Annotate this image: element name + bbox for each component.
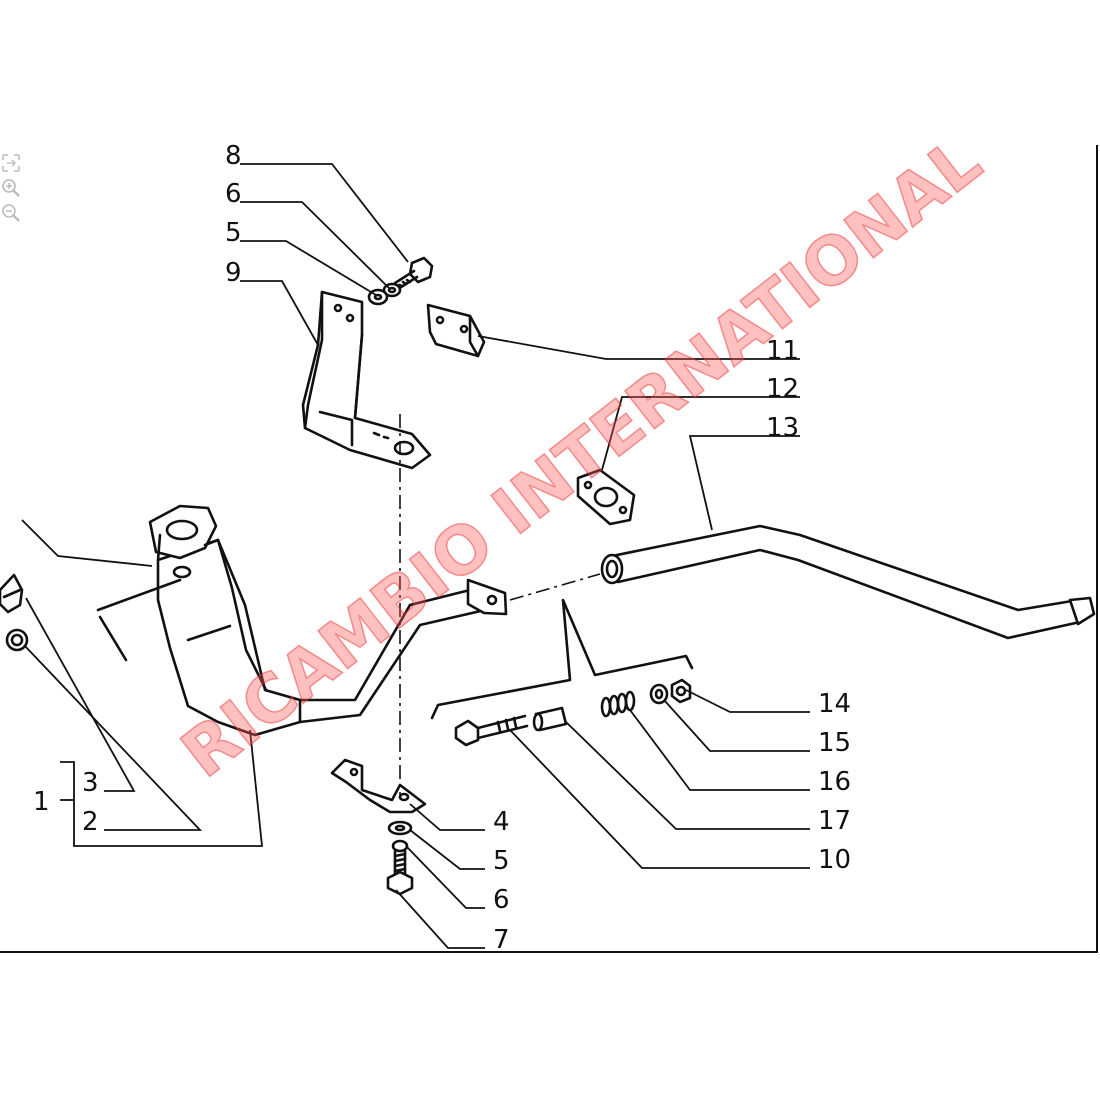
gasket-part-12 — [576, 468, 636, 526]
callout-4: 4 — [493, 807, 510, 837]
sensor-nut-part-2 — [5, 628, 29, 652]
watermark: RICAMBIO INTERNATIONAL — [167, 122, 995, 792]
callout-12: 12 — [766, 374, 799, 404]
zoom-out-icon[interactable] — [0, 202, 22, 224]
callout-7: 7 — [493, 925, 510, 955]
bracket-part-9 — [301, 290, 432, 470]
clamp-part-4 — [330, 758, 427, 814]
callout-2: 2 — [82, 807, 99, 837]
spring-part-16 — [600, 690, 636, 718]
washer-part-6-bottom — [391, 839, 409, 853]
callout-13: 13 — [766, 413, 799, 443]
callout-1: 1 — [33, 787, 50, 817]
callout-5-top: 5 — [225, 218, 242, 248]
washer-part-15 — [649, 683, 669, 705]
viewer-toolbar — [0, 152, 26, 227]
callout-8: 8 — [225, 141, 242, 171]
shield-plate-part-11 — [426, 303, 486, 358]
zoom-in-icon[interactable] — [0, 177, 22, 199]
callout-14: 14 — [818, 689, 851, 719]
assembly-axis-horizontal — [509, 573, 601, 601]
catalytic-converter-part-1 — [96, 504, 302, 737]
nut-part-14 — [670, 678, 692, 704]
callout-6-bottom: 6 — [493, 885, 510, 915]
callout-10: 10 — [818, 845, 851, 875]
intermediate-pipe — [298, 578, 508, 724]
sensor-cap-part-3 — [0, 573, 24, 614]
callout-17: 17 — [818, 806, 851, 836]
fit-page-icon[interactable] — [0, 152, 22, 174]
spacer-part-17 — [532, 706, 568, 732]
washer-part-5-bottom — [387, 820, 413, 836]
tail-pipe-part-13 — [600, 524, 1096, 640]
bolt-part-7 — [386, 849, 414, 896]
callout-3: 3 — [82, 768, 99, 798]
leader-lines — [21, 163, 810, 949]
callout-labels: 8 6 5 9 11 12 13 14 15 16 17 10 4 5 6 7 … — [33, 141, 851, 955]
bolt-part-8 — [393, 256, 434, 291]
callout-6-top: 6 — [225, 179, 242, 209]
bolt-part-10 — [454, 714, 529, 747]
hardware-group-bracket — [430, 598, 694, 720]
washer-part-5-top — [367, 288, 389, 306]
callout-5-bottom: 5 — [493, 846, 510, 876]
callout-16: 16 — [818, 767, 851, 797]
callout-9: 9 — [225, 258, 242, 288]
callout-15: 15 — [818, 728, 851, 758]
callout-11: 11 — [766, 336, 799, 366]
